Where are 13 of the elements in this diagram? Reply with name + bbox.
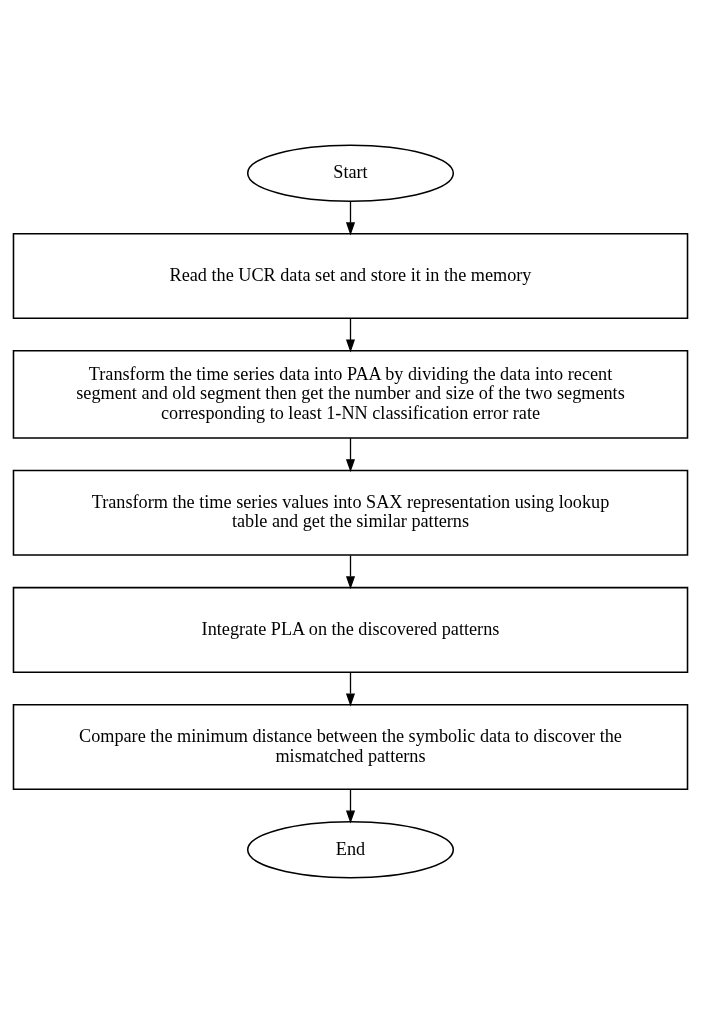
node-ellipse: End bbox=[246, 821, 455, 879]
node-ellipse: Start bbox=[246, 144, 455, 202]
arrow bbox=[345, 200, 356, 236]
node-box: Transform the time series data into PAA by dividing the data into recent segment and old segment then get the number and size of the two segments corresponding to least 1-NN classification error rate bbox=[12, 350, 689, 439]
node-box: Read the UCR data set and store it in the memory bbox=[12, 232, 689, 320]
node-box: Integrate PLA on the discovered patterns bbox=[12, 586, 689, 673]
arrow bbox=[345, 789, 356, 824]
node-box: Compare the minimum distance between the symbolic data to discover the mismatched patterns bbox=[12, 703, 689, 791]
node-box: Transform the time series values into SAX representation using lookup table and get the similar patterns bbox=[12, 469, 689, 556]
arrow bbox=[345, 554, 356, 590]
arrow bbox=[345, 437, 356, 473]
arrow bbox=[345, 671, 356, 707]
arrow bbox=[345, 317, 356, 353]
